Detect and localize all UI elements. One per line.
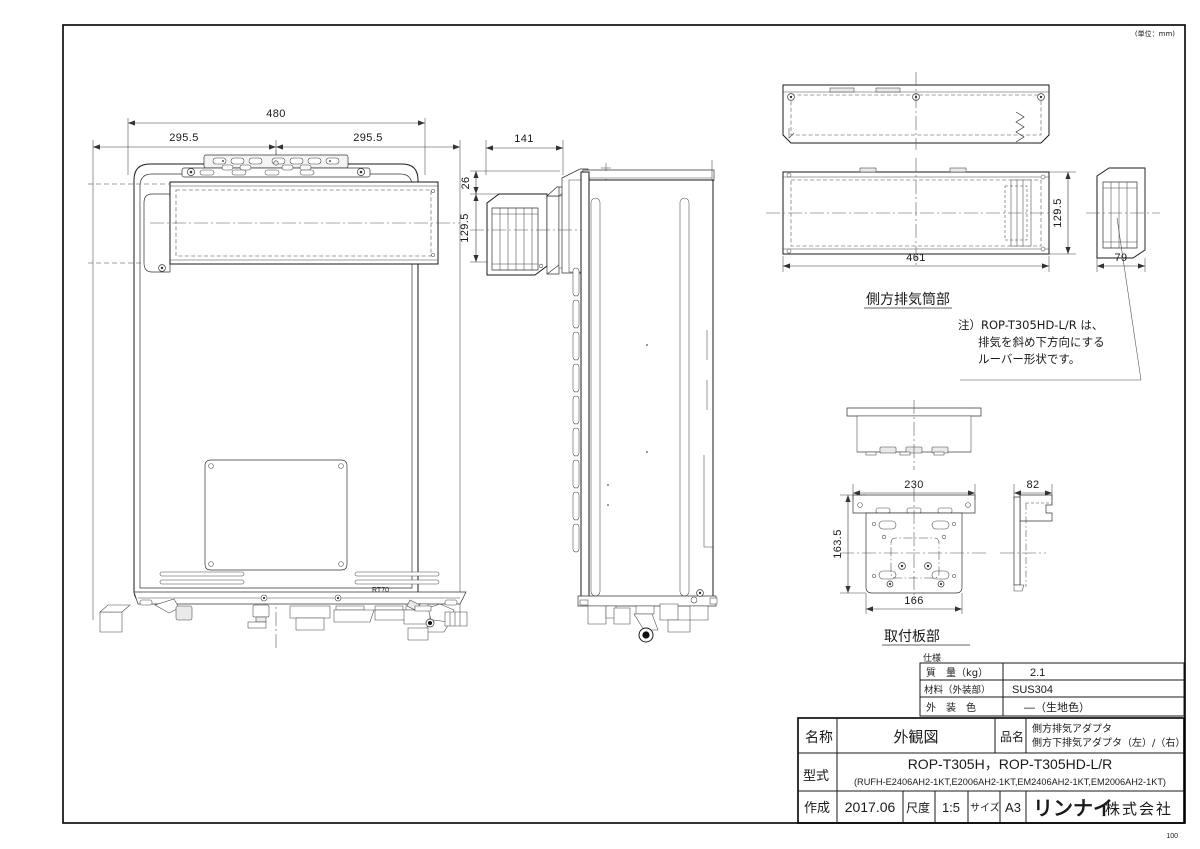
title-size-value: A3 bbox=[1005, 800, 1021, 815]
note-line-3: ルーバー形状です。 bbox=[978, 352, 1080, 366]
title-scale-value: 1:5 bbox=[942, 800, 960, 815]
spec-row-2-label: 外 装 色 bbox=[926, 701, 976, 714]
spec-row-2-value: ―（生地色） bbox=[1024, 700, 1090, 714]
plate-top-view bbox=[846, 400, 982, 470]
dimension-230: 230 bbox=[853, 479, 975, 496]
title-product-line-1: 側方排気アダプタ bbox=[1032, 722, 1112, 735]
spec-row-0-label: 質 量（kg） bbox=[926, 666, 988, 679]
page-number: 100 bbox=[1166, 833, 1178, 840]
dimension-79: 79 bbox=[1097, 252, 1145, 269]
dimension-166-label: 166 bbox=[904, 595, 924, 607]
note-leader-line bbox=[1116, 217, 1142, 381]
dimension-79-label: 79 bbox=[1114, 252, 1127, 264]
spec-table-caption: 仕様 bbox=[923, 652, 941, 664]
title-product-line-2: 側方下排気アダプタ（左）/（右） bbox=[1032, 736, 1185, 749]
note-line-1: 注）ROP-T305HD-L/R は、 bbox=[958, 318, 1103, 332]
company-suffix: 株式会社 bbox=[1105, 800, 1173, 818]
side-piping-connections bbox=[587, 596, 709, 643]
front-piping-connections bbox=[99, 598, 468, 641]
duct-top-view bbox=[782, 72, 1050, 150]
dimension-461: 461 bbox=[783, 252, 1049, 269]
title-model-sub: (RUFH-E2406AH2-1KT,E2006AH2-1KT,EM2406AH… bbox=[854, 777, 1166, 787]
spec-row-1-label: 材料（外装部） bbox=[924, 684, 991, 696]
dimension-480-label: 480 bbox=[266, 108, 286, 120]
spec-row-0-value: 2.1 bbox=[1030, 667, 1045, 679]
side-slot-strip bbox=[572, 267, 580, 553]
top-bracket bbox=[181, 154, 371, 178]
dimension-129-5-duct: 129.5 bbox=[1052, 172, 1071, 254]
duct-front-view bbox=[766, 158, 1060, 268]
dimension-295-5-right-label: 295.5 bbox=[353, 132, 383, 144]
dimension-26-label: 26 bbox=[460, 176, 472, 189]
title-size-label: サイズ bbox=[970, 801, 1000, 814]
dimension-82-label: 82 bbox=[1026, 479, 1039, 491]
dimension-295-5-left: 295.5 bbox=[93, 132, 276, 150]
note-line-2: 排気を斜め下方向にする bbox=[978, 335, 1105, 349]
dimension-230-label: 230 bbox=[904, 479, 924, 491]
access-panel bbox=[204, 459, 348, 571]
title-created-value: 2017.06 bbox=[845, 799, 896, 815]
dimension-141-label: 141 bbox=[514, 133, 534, 145]
title-name-value: 外観図 bbox=[893, 728, 938, 746]
title-name-label: 名称 bbox=[805, 730, 833, 746]
title-product-label: 品名 bbox=[1000, 729, 1024, 744]
dimension-295-5-right: 295.5 bbox=[276, 132, 460, 150]
title-model-label: 型式 bbox=[803, 769, 829, 784]
dimension-480: 480 bbox=[128, 108, 425, 126]
unit-note: (単位：mm) bbox=[1135, 29, 1175, 38]
company-logo: リンナイ bbox=[1033, 796, 1113, 820]
title-model-main: ROP-T305H，ROP-T305HD-L/R bbox=[908, 756, 1113, 772]
sheet-border bbox=[62, 24, 1186, 824]
exhaust-duct-detail: 461 129.5 79 bbox=[766, 72, 1160, 381]
plate-side-view bbox=[1000, 494, 1053, 592]
side-body bbox=[572, 160, 718, 607]
front-base: RT70 bbox=[133, 587, 467, 606]
spec-row-1-value: SUS304 bbox=[1012, 684, 1053, 696]
exhaust-section-label: 側方排気筒部 bbox=[866, 291, 950, 308]
side-view: 141 26 129.5 bbox=[459, 133, 718, 643]
side-exhaust-adapter-front bbox=[88, 181, 460, 273]
title-scale-label: 尺度 bbox=[906, 800, 930, 815]
bottom-louvers bbox=[159, 571, 440, 585]
dimension-461-label: 461 bbox=[906, 252, 926, 264]
dimension-129-5-side-label: 129.5 bbox=[459, 213, 471, 243]
dimension-166: 166 bbox=[866, 595, 962, 612]
title-block: 名称 外観図 品名 側方排気アダプタ 側方下排気アダプタ（左）/（右） 型式 R… bbox=[797, 717, 1185, 824]
dimension-129-5-side: 129.5 bbox=[459, 194, 479, 262]
duct-end-view bbox=[1086, 167, 1160, 259]
dimension-163-5-label: 163.5 bbox=[832, 529, 844, 559]
dimension-82: 82 bbox=[1014, 479, 1052, 496]
plate-front-view bbox=[840, 488, 986, 600]
dimension-163-5: 163.5 bbox=[832, 495, 851, 593]
mounting-plate-section-label: 取付板部 bbox=[884, 629, 940, 645]
dimension-129-5-duct-label: 129.5 bbox=[1052, 198, 1064, 228]
spec-table: 仕様 質 量（kg） 2.1 材料（外装部） SUS304 外 装 色 ―（生地… bbox=[919, 652, 1185, 717]
dimension-26: 26 bbox=[460, 171, 479, 194]
dimension-141: 141 bbox=[486, 133, 563, 151]
front-view: 480 295.5 295.5 bbox=[88, 108, 468, 650]
title-created-label: 作成 bbox=[804, 801, 830, 816]
dimension-295-5-left-label: 295.5 bbox=[169, 132, 199, 144]
model-marking: RT70 bbox=[372, 587, 389, 594]
mounting-plate-detail: 230 163.5 166 bbox=[832, 400, 1053, 646]
